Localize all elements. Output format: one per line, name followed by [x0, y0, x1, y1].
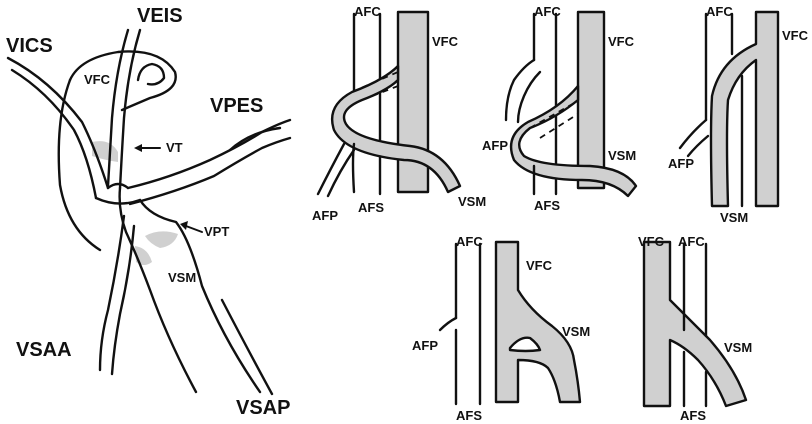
v2-vfc-vessel — [578, 12, 604, 188]
v4-label-afp: AFP — [412, 338, 438, 353]
femoral-outline-left — [59, 80, 100, 250]
vsaa-vein-1 — [100, 216, 124, 370]
v3-vfc-vsm-vessel — [711, 12, 778, 206]
v2-label-afp: AFP — [482, 138, 508, 153]
v4-label-vsm: VSM — [562, 324, 590, 339]
vsap-vein — [222, 300, 272, 394]
label-vics: VICS — [6, 35, 53, 57]
variant-2-drawing: AFC VFC AFP AFS VSM — [482, 4, 636, 213]
v5-label-afc: AFC — [678, 234, 705, 249]
v3-label-vfc: VFC — [782, 28, 809, 43]
v4-afp-line-1 — [440, 318, 456, 330]
v1-label-afs: AFS — [358, 200, 384, 215]
label-vpt: VPT — [204, 224, 229, 239]
v1-vsm-vessel — [332, 66, 460, 192]
vpt-valve-shade-1 — [145, 231, 178, 248]
label-vsaa: VSAA — [16, 339, 72, 361]
label-vt: VT — [166, 140, 183, 155]
label-vfc-left: VFC — [84, 72, 111, 87]
v5-label-vsm: VSM — [724, 340, 752, 355]
vt-arrowhead — [134, 144, 142, 152]
v2-label-afs: AFS — [534, 198, 560, 213]
femoral-loop — [138, 64, 164, 84]
v5-label-vfc: VFC — [638, 234, 665, 249]
v4-label-afc: AFC — [456, 234, 483, 249]
vsm-trunk-right — [140, 200, 260, 392]
variant-3-drawing: AFC VFC AFP VSM — [668, 4, 809, 225]
v2-vsm-vessel — [511, 86, 636, 196]
v2-afp-line-2 — [518, 72, 540, 122]
junction-line-1 — [108, 184, 128, 188]
v3-label-afp: AFP — [668, 156, 694, 171]
v5-label-afs: AFS — [680, 408, 706, 423]
vpt-arrow — [186, 226, 202, 232]
label-vsap: VSAP — [236, 397, 290, 419]
v3-afp-line-1 — [680, 120, 706, 148]
label-vpes: VPES — [210, 95, 263, 117]
junction-line-2 — [96, 198, 140, 204]
v1-label-vsm: VSM — [458, 194, 486, 209]
v2-label-vfc: VFC — [608, 34, 635, 49]
v1-label-afc: AFC — [354, 4, 381, 19]
v5-vfc-vsm-vessel — [644, 242, 746, 406]
v2-label-vsm: VSM — [608, 148, 636, 163]
v1-label-vfc: VFC — [432, 34, 459, 49]
variant-1-drawing: AFC VFC AFP AFS VSM — [312, 4, 486, 223]
variant-5-drawing: VFC AFC AFS VSM — [638, 234, 752, 423]
vsm-trunk-left — [120, 188, 196, 392]
v3-afp-line-2 — [688, 136, 708, 156]
variant-4-drawing: AFC VFC AFP AFS VSM — [412, 234, 590, 423]
label-vsm-left: VSM — [168, 270, 196, 285]
v4-label-vfc: VFC — [526, 258, 553, 273]
v1-afp-line-b — [318, 144, 344, 194]
left-anatomy-drawing: VICS VEIS VPES VFC VT VPT VSM VSAA VSAP — [6, 5, 290, 419]
v3-label-vsm: VSM — [720, 210, 748, 225]
label-veis: VEIS — [137, 5, 183, 27]
v4-label-afs: AFS — [456, 408, 482, 423]
vics-vein-2 — [12, 70, 96, 198]
vsaa-vein-2 — [112, 226, 134, 374]
v3-label-afc: AFC — [706, 4, 733, 19]
v1-afp-line-a — [328, 150, 354, 196]
v2-label-afc: AFC — [534, 4, 561, 19]
v1-label-afp: AFP — [312, 208, 338, 223]
